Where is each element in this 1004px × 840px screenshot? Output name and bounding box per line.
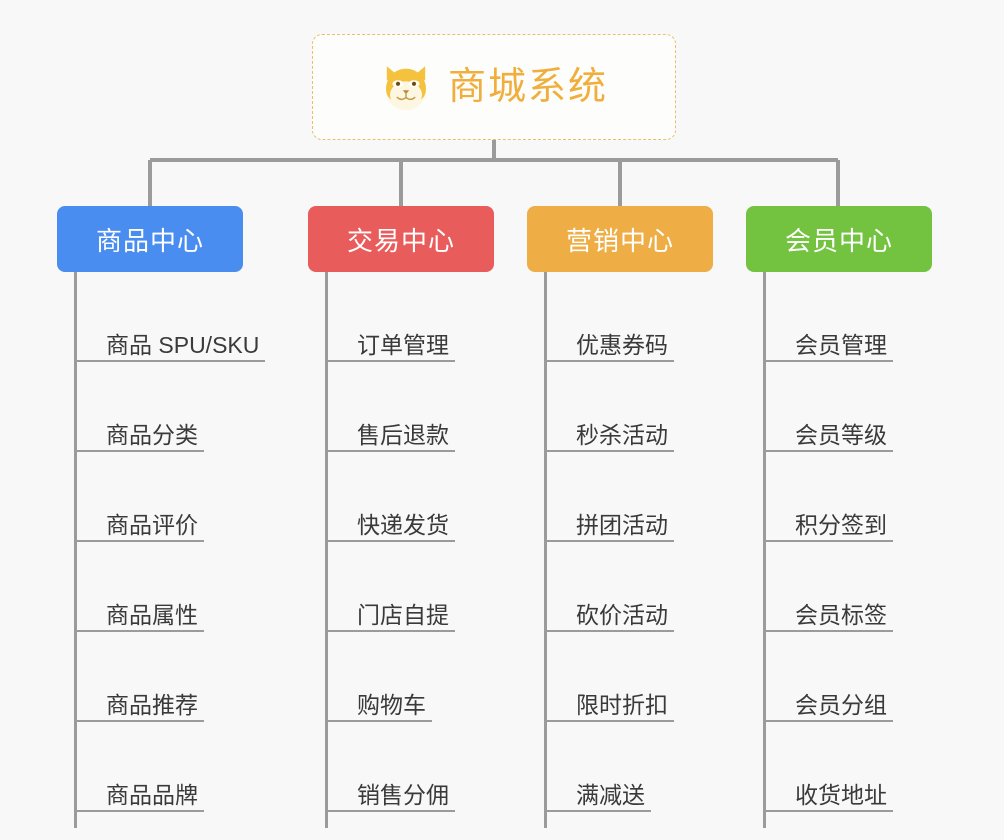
leaf-label: 快递发货 xyxy=(357,511,449,538)
category-box-trade[interactable]: 交易中心 xyxy=(308,206,494,272)
leaf-item[interactable]: 积分签到 xyxy=(763,452,893,542)
leaf-label: 会员管理 xyxy=(795,331,887,358)
leaf-label: 商品分类 xyxy=(106,421,198,448)
branch-spine xyxy=(544,272,547,828)
leaf-item[interactable]: 砍价活动 xyxy=(544,542,674,632)
leaf-item[interactable]: 满减送 xyxy=(544,722,651,812)
category-box-product[interactable]: 商品中心 xyxy=(57,206,243,272)
leaf-label: 商品评价 xyxy=(106,511,198,538)
leaf-item[interactable]: 优惠券码 xyxy=(544,272,674,362)
leaf-item[interactable]: 快递发货 xyxy=(325,452,455,542)
category-label: 会员中心 xyxy=(784,225,893,256)
branch-spine xyxy=(763,272,766,828)
leaf-label: 会员分组 xyxy=(795,691,887,718)
leaf-label: 售后退款 xyxy=(357,421,449,448)
leaf-label: 限时折扣 xyxy=(576,691,668,718)
leaf-label: 砍价活动 xyxy=(576,601,668,628)
leaf-item[interactable]: 收货地址 xyxy=(763,722,893,812)
leaf-item[interactable]: 商品评价 xyxy=(74,452,204,542)
leaf-label: 商品 SPU/SKU xyxy=(106,331,260,358)
leaf-item[interactable]: 限时折扣 xyxy=(544,632,674,722)
category-label: 营销中心 xyxy=(565,225,674,256)
leaf-item[interactable]: 商品分类 xyxy=(74,362,204,452)
leaf-item[interactable]: 购物车 xyxy=(325,632,432,722)
leaf-item[interactable]: 售后退款 xyxy=(325,362,455,452)
branch-spine xyxy=(325,272,328,828)
leaf-item[interactable]: 商品 SPU/SKU xyxy=(74,272,266,362)
leaf-label: 商品推荐 xyxy=(106,691,198,718)
leaf-item[interactable]: 门店自提 xyxy=(325,542,455,632)
category-box-member[interactable]: 会员中心 xyxy=(746,206,932,272)
leaf-label: 订单管理 xyxy=(357,331,449,358)
branch-spine xyxy=(74,272,77,828)
leaf-label: 会员标签 xyxy=(795,601,887,628)
category-label: 商品中心 xyxy=(95,225,204,256)
leaf-label: 拼团活动 xyxy=(576,511,668,538)
leaf-item[interactable]: 会员等级 xyxy=(763,362,893,452)
category-label: 交易中心 xyxy=(346,225,455,256)
shiba-dog-icon xyxy=(385,66,426,111)
leaf-label: 商品品牌 xyxy=(106,781,198,808)
leaf-item[interactable]: 销售分佣 xyxy=(325,722,455,812)
leaf-item[interactable]: 商品属性 xyxy=(74,542,204,632)
leaf-item[interactable]: 拼团活动 xyxy=(544,452,674,542)
leaf-label: 收货地址 xyxy=(795,781,887,808)
leaf-label: 购物车 xyxy=(357,691,426,718)
leaf-label: 积分签到 xyxy=(795,511,887,538)
leaf-item[interactable]: 会员分组 xyxy=(763,632,893,722)
leaf-label: 会员等级 xyxy=(795,421,887,448)
leaf-label: 满减送 xyxy=(576,781,645,808)
root-title: 商城系统 xyxy=(447,66,608,108)
leaf-label: 秒杀活动 xyxy=(576,421,668,448)
leaf-item[interactable]: 订单管理 xyxy=(325,272,455,362)
leaf-label: 门店自提 xyxy=(357,601,449,628)
leaf-label: 优惠券码 xyxy=(576,331,668,358)
leaf-item[interactable]: 商品品牌 xyxy=(74,722,204,812)
category-box-marketing[interactable]: 营销中心 xyxy=(527,206,713,272)
leaf-item[interactable]: 会员管理 xyxy=(763,272,893,362)
leaf-item[interactable]: 商品推荐 xyxy=(74,632,204,722)
root-node[interactable]: 商城系统 xyxy=(312,34,676,140)
leaf-item[interactable]: 会员标签 xyxy=(763,542,893,632)
leaf-label: 销售分佣 xyxy=(357,781,449,808)
leaf-item[interactable]: 秒杀活动 xyxy=(544,362,674,452)
leaf-label: 商品属性 xyxy=(106,601,198,628)
